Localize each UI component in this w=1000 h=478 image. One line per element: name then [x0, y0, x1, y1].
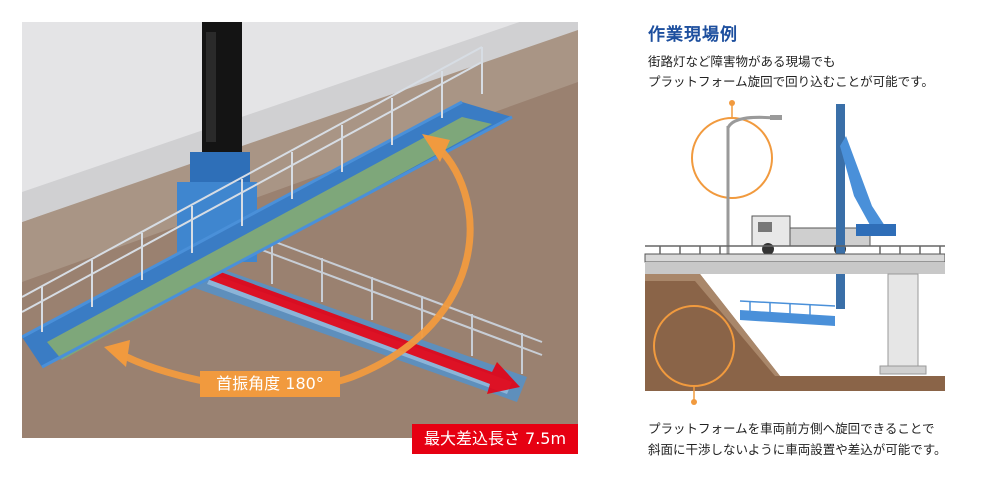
caption-line: 斜面に干渉しないように車両設置や差込が可能です。 — [648, 442, 947, 457]
caption-text: プラットフォームを車両前方側へ旋回できることで 斜面に干渉しないように車両設置や… — [648, 418, 993, 460]
intro-line: 街路灯など障害物がある現場でも — [648, 54, 836, 69]
section-heading: 作業現場例 — [648, 25, 738, 45]
intro-text: 街路灯など障害物がある現場でも プラットフォーム旋回で回り込むことが可能です。 — [648, 52, 988, 92]
intro-line: プラットフォーム旋回で回り込むことが可能です。 — [648, 74, 934, 89]
product-photo — [22, 22, 578, 438]
caption-line: プラットフォームを車両前方側へ旋回できることで — [648, 421, 935, 436]
max-reach-label: 最大差込長さ 7.5m — [412, 424, 578, 454]
site-diagram — [640, 96, 946, 410]
swing-angle-label: 首振角度 180° — [200, 371, 340, 397]
